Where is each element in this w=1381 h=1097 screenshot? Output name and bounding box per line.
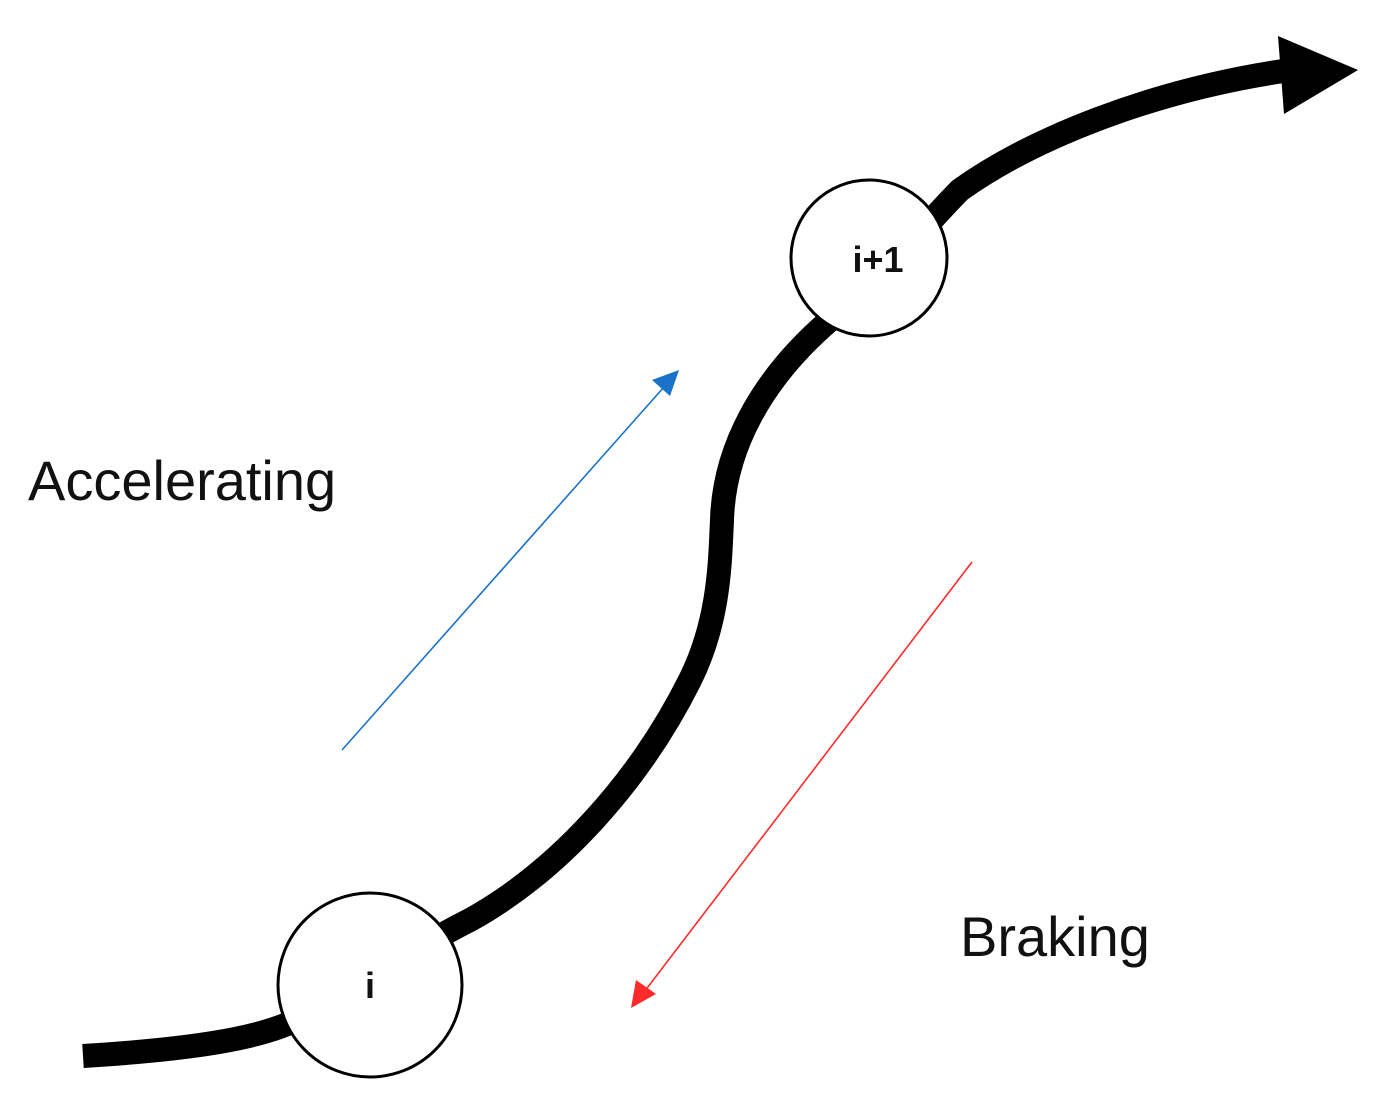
braking-arrowhead xyxy=(631,980,656,1008)
braking-label: Braking xyxy=(960,905,1150,968)
node-i-label: i xyxy=(365,965,375,1006)
node-i-circle xyxy=(276,891,464,1079)
trajectory-arrowhead xyxy=(1278,36,1358,114)
node-i-plus-1-label: i+1 xyxy=(852,239,903,280)
node-i-plus-1: i+1 xyxy=(789,178,949,338)
node-i-plus-1-circle xyxy=(789,178,949,338)
accelerating-arrow xyxy=(341,377,673,751)
node-i: i xyxy=(276,891,464,1079)
braking-arrow xyxy=(637,561,973,1001)
accelerating-label: Accelerating xyxy=(28,449,336,512)
accelerating-arrowhead xyxy=(652,370,679,396)
